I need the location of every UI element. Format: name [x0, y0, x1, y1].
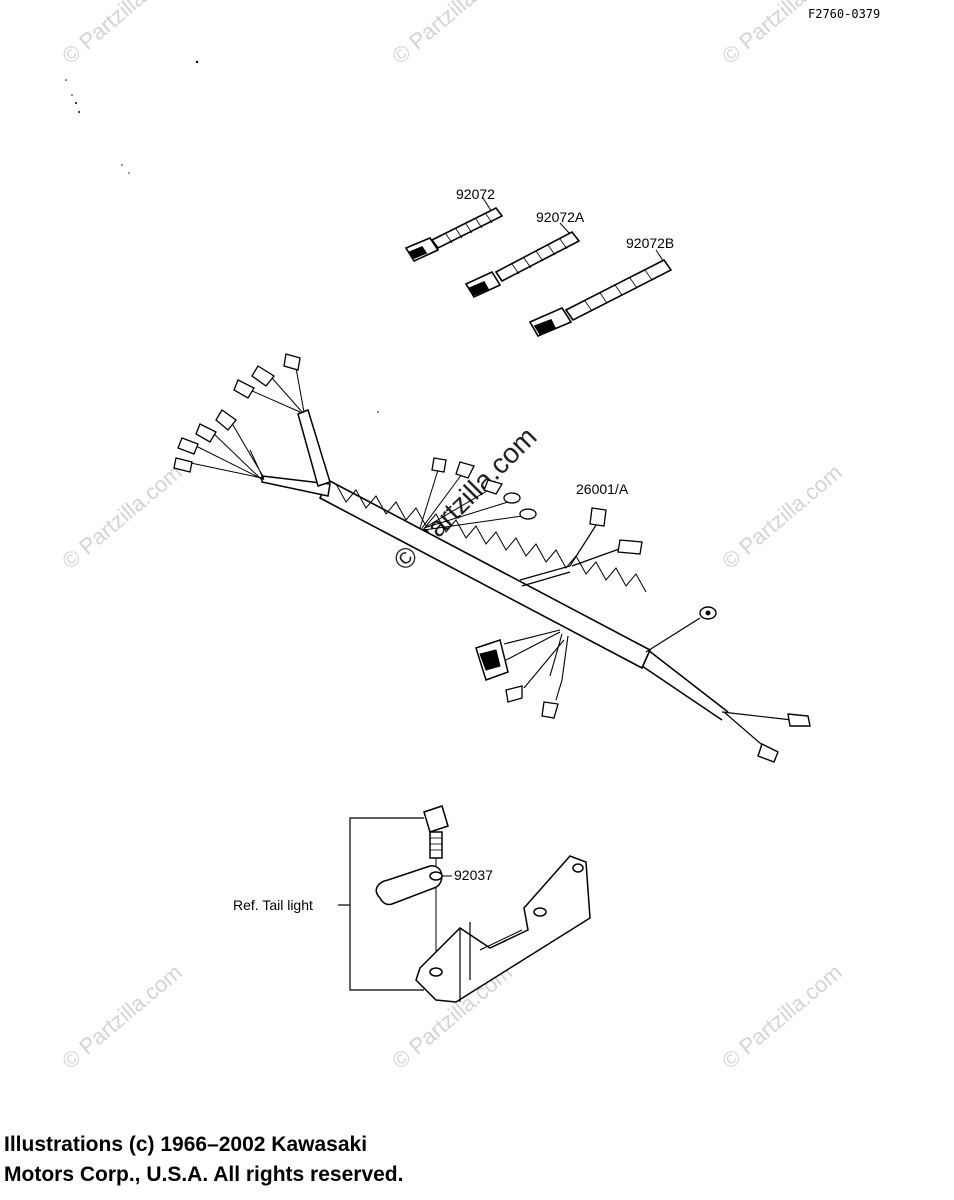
- watermark-4: © Partzilla.com: [57, 459, 187, 573]
- figure-code: F2760-0379: [808, 7, 880, 21]
- wiring-harness-26001: [173, 353, 811, 763]
- copyright-line-2: Motors Corp., U.S.A. All rights reserved…: [4, 1163, 404, 1186]
- part-label-92037: 92037: [454, 867, 493, 883]
- watermark-2: © Partzilla.com: [387, 0, 517, 69]
- watermark-1: © Partzilla.com: [57, 0, 187, 69]
- ref-tail-light-label: Ref. Tail light: [233, 897, 313, 913]
- cable-tie-92072b: [528, 249, 673, 338]
- part-label-92072: 92072: [456, 186, 495, 202]
- copyright-footer: Illustrations (c) 1966–2002 Kawasaki Mot…: [4, 1130, 403, 1190]
- watermark-5: © Partzilla.com: [717, 459, 847, 573]
- cable-tie-92072a: [464, 222, 581, 299]
- copyright-line-1: Illustrations (c) 1966–2002 Kawasaki: [4, 1133, 368, 1156]
- part-label-26001a: 26001/A: [576, 481, 629, 497]
- watermark-8: © Partzilla.com: [717, 959, 847, 1073]
- cable-tie-92072: [404, 197, 504, 263]
- watermark-6: © Partzilla.com: [57, 959, 187, 1073]
- part-label-92072b: 92072B: [626, 235, 674, 251]
- tail-light-bracket: [338, 805, 591, 1003]
- specks: [65, 60, 379, 413]
- watermarks: © Partzilla.com © Partzilla.com © Partzi…: [57, 0, 847, 1074]
- part-label-92072a: 92072A: [536, 209, 585, 225]
